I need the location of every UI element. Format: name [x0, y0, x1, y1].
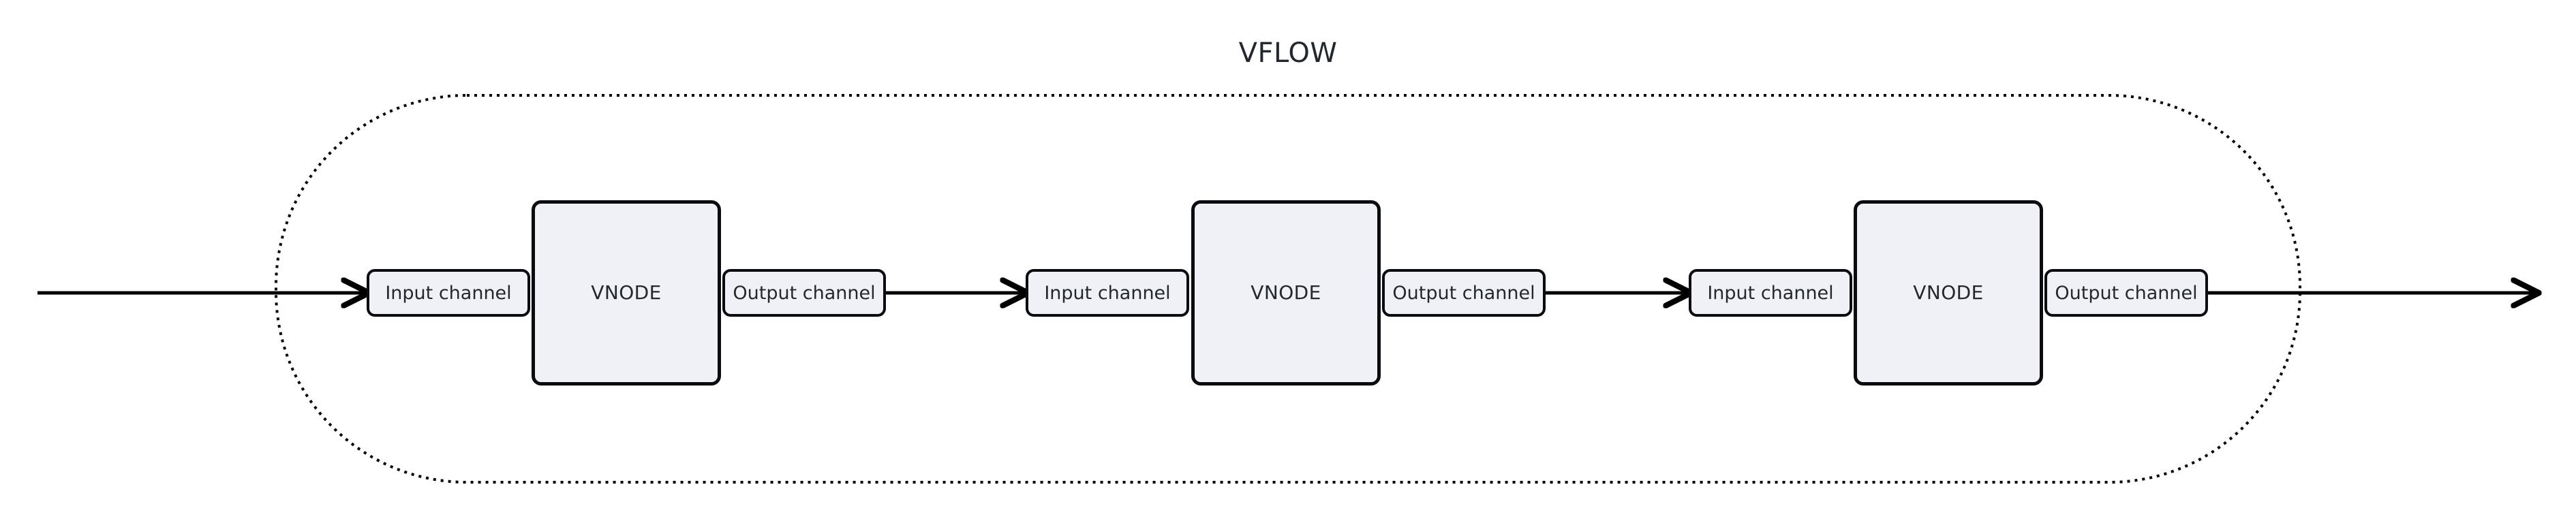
- page-title: VFLOW: [1238, 37, 1338, 69]
- output-channel-3[interactable]: Output channel: [2044, 269, 2208, 317]
- output-channel-2[interactable]: Output channel: [1382, 269, 1546, 317]
- input-channel-3[interactable]: Input channel: [1689, 269, 1852, 317]
- output-channel-1[interactable]: Output channel: [722, 269, 886, 317]
- input-channel-2[interactable]: Input channel: [1026, 269, 1189, 317]
- vnode-1[interactable]: VNODE: [532, 200, 721, 386]
- vnode-3[interactable]: VNODE: [1854, 200, 2043, 386]
- input-channel-1[interactable]: Input channel: [367, 269, 530, 317]
- vflow-boundary: [275, 94, 2301, 484]
- vnode-2[interactable]: VNODE: [1191, 200, 1381, 386]
